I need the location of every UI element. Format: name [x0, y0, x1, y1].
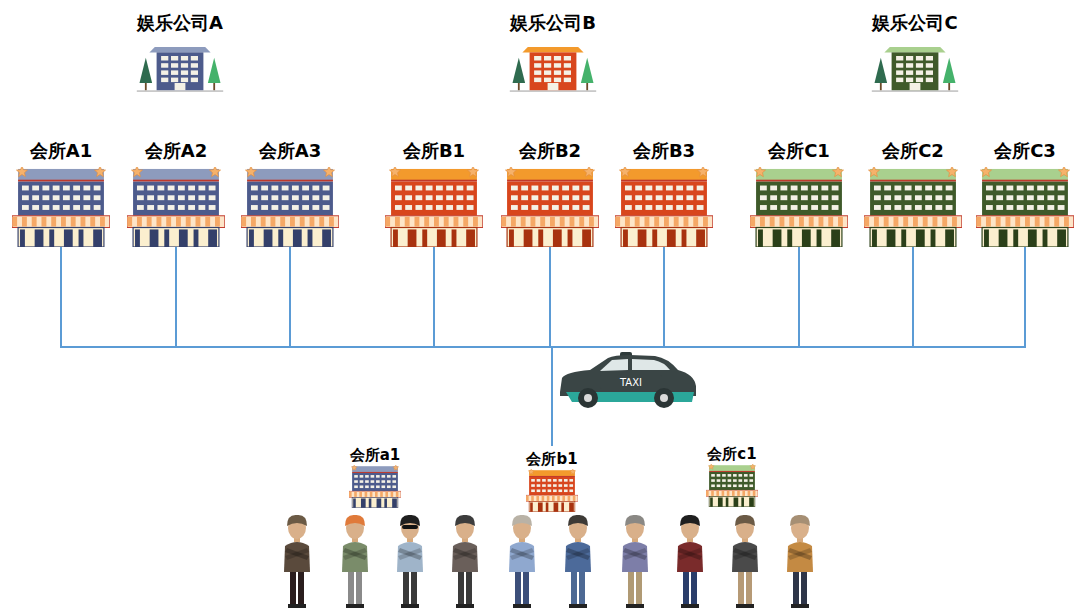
- club-name: 会所C2: [861, 140, 965, 163]
- club-name: 会所a1: [346, 446, 404, 465]
- club-name: 会所C1: [747, 140, 851, 163]
- club-node: 会所a1: [346, 446, 404, 508]
- club-name: 会所A3: [238, 140, 342, 163]
- company-name: 娱乐公司B: [505, 12, 601, 35]
- club-building: [615, 167, 713, 247]
- club-name: 会所B1: [382, 140, 486, 163]
- club-name: 会所B3: [612, 140, 716, 163]
- company-building: [508, 35, 598, 95]
- company-building: [135, 35, 225, 95]
- club-node: 会所A1: [9, 140, 113, 247]
- club-name: 会所b1: [523, 450, 581, 469]
- club-building: [241, 167, 339, 247]
- company-node: 娱乐公司C: [867, 12, 963, 95]
- club-name: 会所B2: [498, 140, 602, 163]
- club-node: 会所A3: [238, 140, 342, 247]
- person: [342, 515, 368, 608]
- company-node: 娱乐公司B: [505, 12, 601, 95]
- person: [622, 515, 648, 608]
- person: [452, 515, 478, 608]
- club-building: [127, 167, 225, 247]
- club-name: 会所A2: [124, 140, 228, 163]
- club-name: 会所C3: [973, 140, 1077, 163]
- connector-line: [61, 247, 552, 447]
- club-node: 会所B3: [612, 140, 716, 247]
- club-node: 会所C2: [861, 140, 965, 247]
- company-building: [870, 35, 960, 95]
- person: [509, 515, 535, 608]
- taxi-sign: TAXI: [619, 377, 642, 388]
- person: [677, 515, 703, 608]
- person: [284, 515, 310, 608]
- club-building: [864, 167, 962, 247]
- club-node: 会所A2: [124, 140, 228, 247]
- person: [397, 515, 423, 608]
- club-building: [501, 167, 599, 247]
- company-name: 娱乐公司C: [867, 12, 963, 35]
- club-building: [12, 167, 110, 247]
- club-node: 会所B1: [382, 140, 486, 247]
- club-node: 会所C3: [973, 140, 1077, 247]
- club-node: 会所B2: [498, 140, 602, 247]
- club-building: [385, 167, 483, 247]
- club-building: [526, 469, 578, 512]
- club-name: 会所A1: [9, 140, 113, 163]
- connector-line: [176, 247, 552, 447]
- company-name: 娱乐公司A: [132, 12, 228, 35]
- person: [565, 515, 591, 608]
- club-building: [750, 167, 848, 247]
- connector-line: [434, 247, 552, 447]
- connector-line: [290, 247, 552, 447]
- club-name: 会所c1: [703, 445, 761, 464]
- person: [787, 515, 813, 608]
- club-node: 会所b1: [523, 450, 581, 512]
- club-node: 会所c1: [703, 445, 761, 507]
- club-building: [976, 167, 1074, 247]
- taxi: [560, 352, 696, 408]
- club-node: 会所C1: [747, 140, 851, 247]
- connector-line: [552, 247, 1025, 447]
- person: [732, 515, 758, 608]
- club-building: [349, 465, 401, 508]
- club-building: [706, 464, 758, 507]
- company-node: 娱乐公司A: [132, 12, 228, 95]
